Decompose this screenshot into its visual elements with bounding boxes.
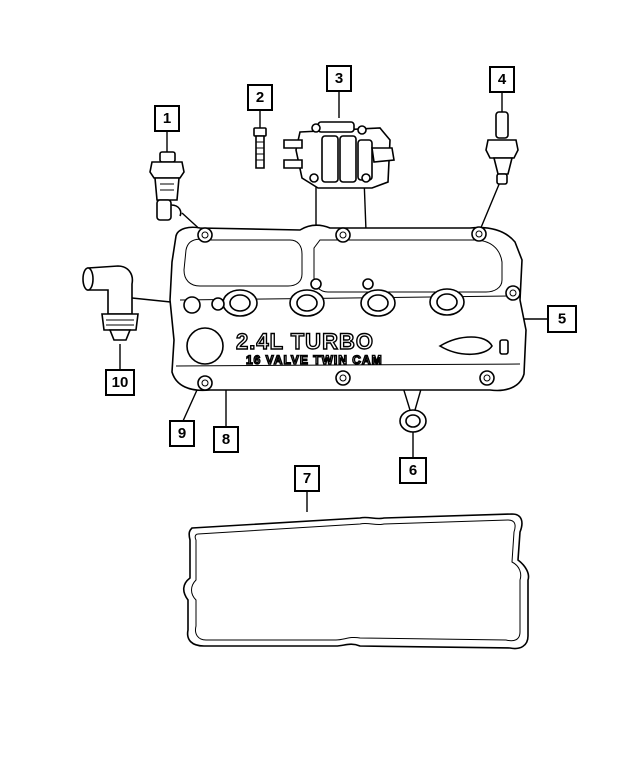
part-10-pcv-valve [82, 265, 139, 341]
svg-text:10: 10 [112, 374, 129, 391]
part-7-gasket [182, 513, 530, 650]
svg-text:1: 1 [163, 110, 171, 127]
callout-9: 9 [169, 420, 195, 447]
callout-7: 7 [294, 465, 320, 492]
callout-1: 1 [154, 105, 180, 132]
svg-text:8: 8 [222, 431, 230, 448]
part-3-ignition-coil [283, 121, 395, 189]
svg-text:9: 9 [178, 425, 186, 442]
engine-label: 2.4L TURBO [236, 329, 374, 354]
part-5-valve-cover: 2.4L TURBO 16 VALVE TWIN CAM [169, 224, 527, 392]
svg-text:2: 2 [256, 89, 264, 106]
svg-text:7: 7 [303, 470, 311, 487]
svg-text:5: 5 [558, 311, 566, 328]
callout-6: 6 [399, 457, 427, 484]
callout-3: 3 [326, 65, 352, 92]
plug-wells [222, 288, 465, 317]
callout-2: 2 [247, 84, 273, 111]
svg-text:4: 4 [498, 71, 507, 88]
callout-10: 10 [105, 369, 135, 396]
svg-text:6: 6 [409, 462, 417, 479]
part-6-seal [399, 409, 427, 433]
callout-4: 4 [489, 66, 515, 93]
callout-8: 8 [213, 426, 239, 453]
part-2-bolt [253, 127, 267, 169]
cover-bolts [197, 226, 521, 391]
valve-label: 16 VALVE TWIN CAM [246, 353, 383, 367]
svg-text:3: 3 [335, 70, 343, 87]
callout-5: 5 [547, 305, 577, 333]
part-4-sensor [485, 111, 519, 185]
part-1-sensor [149, 151, 185, 221]
